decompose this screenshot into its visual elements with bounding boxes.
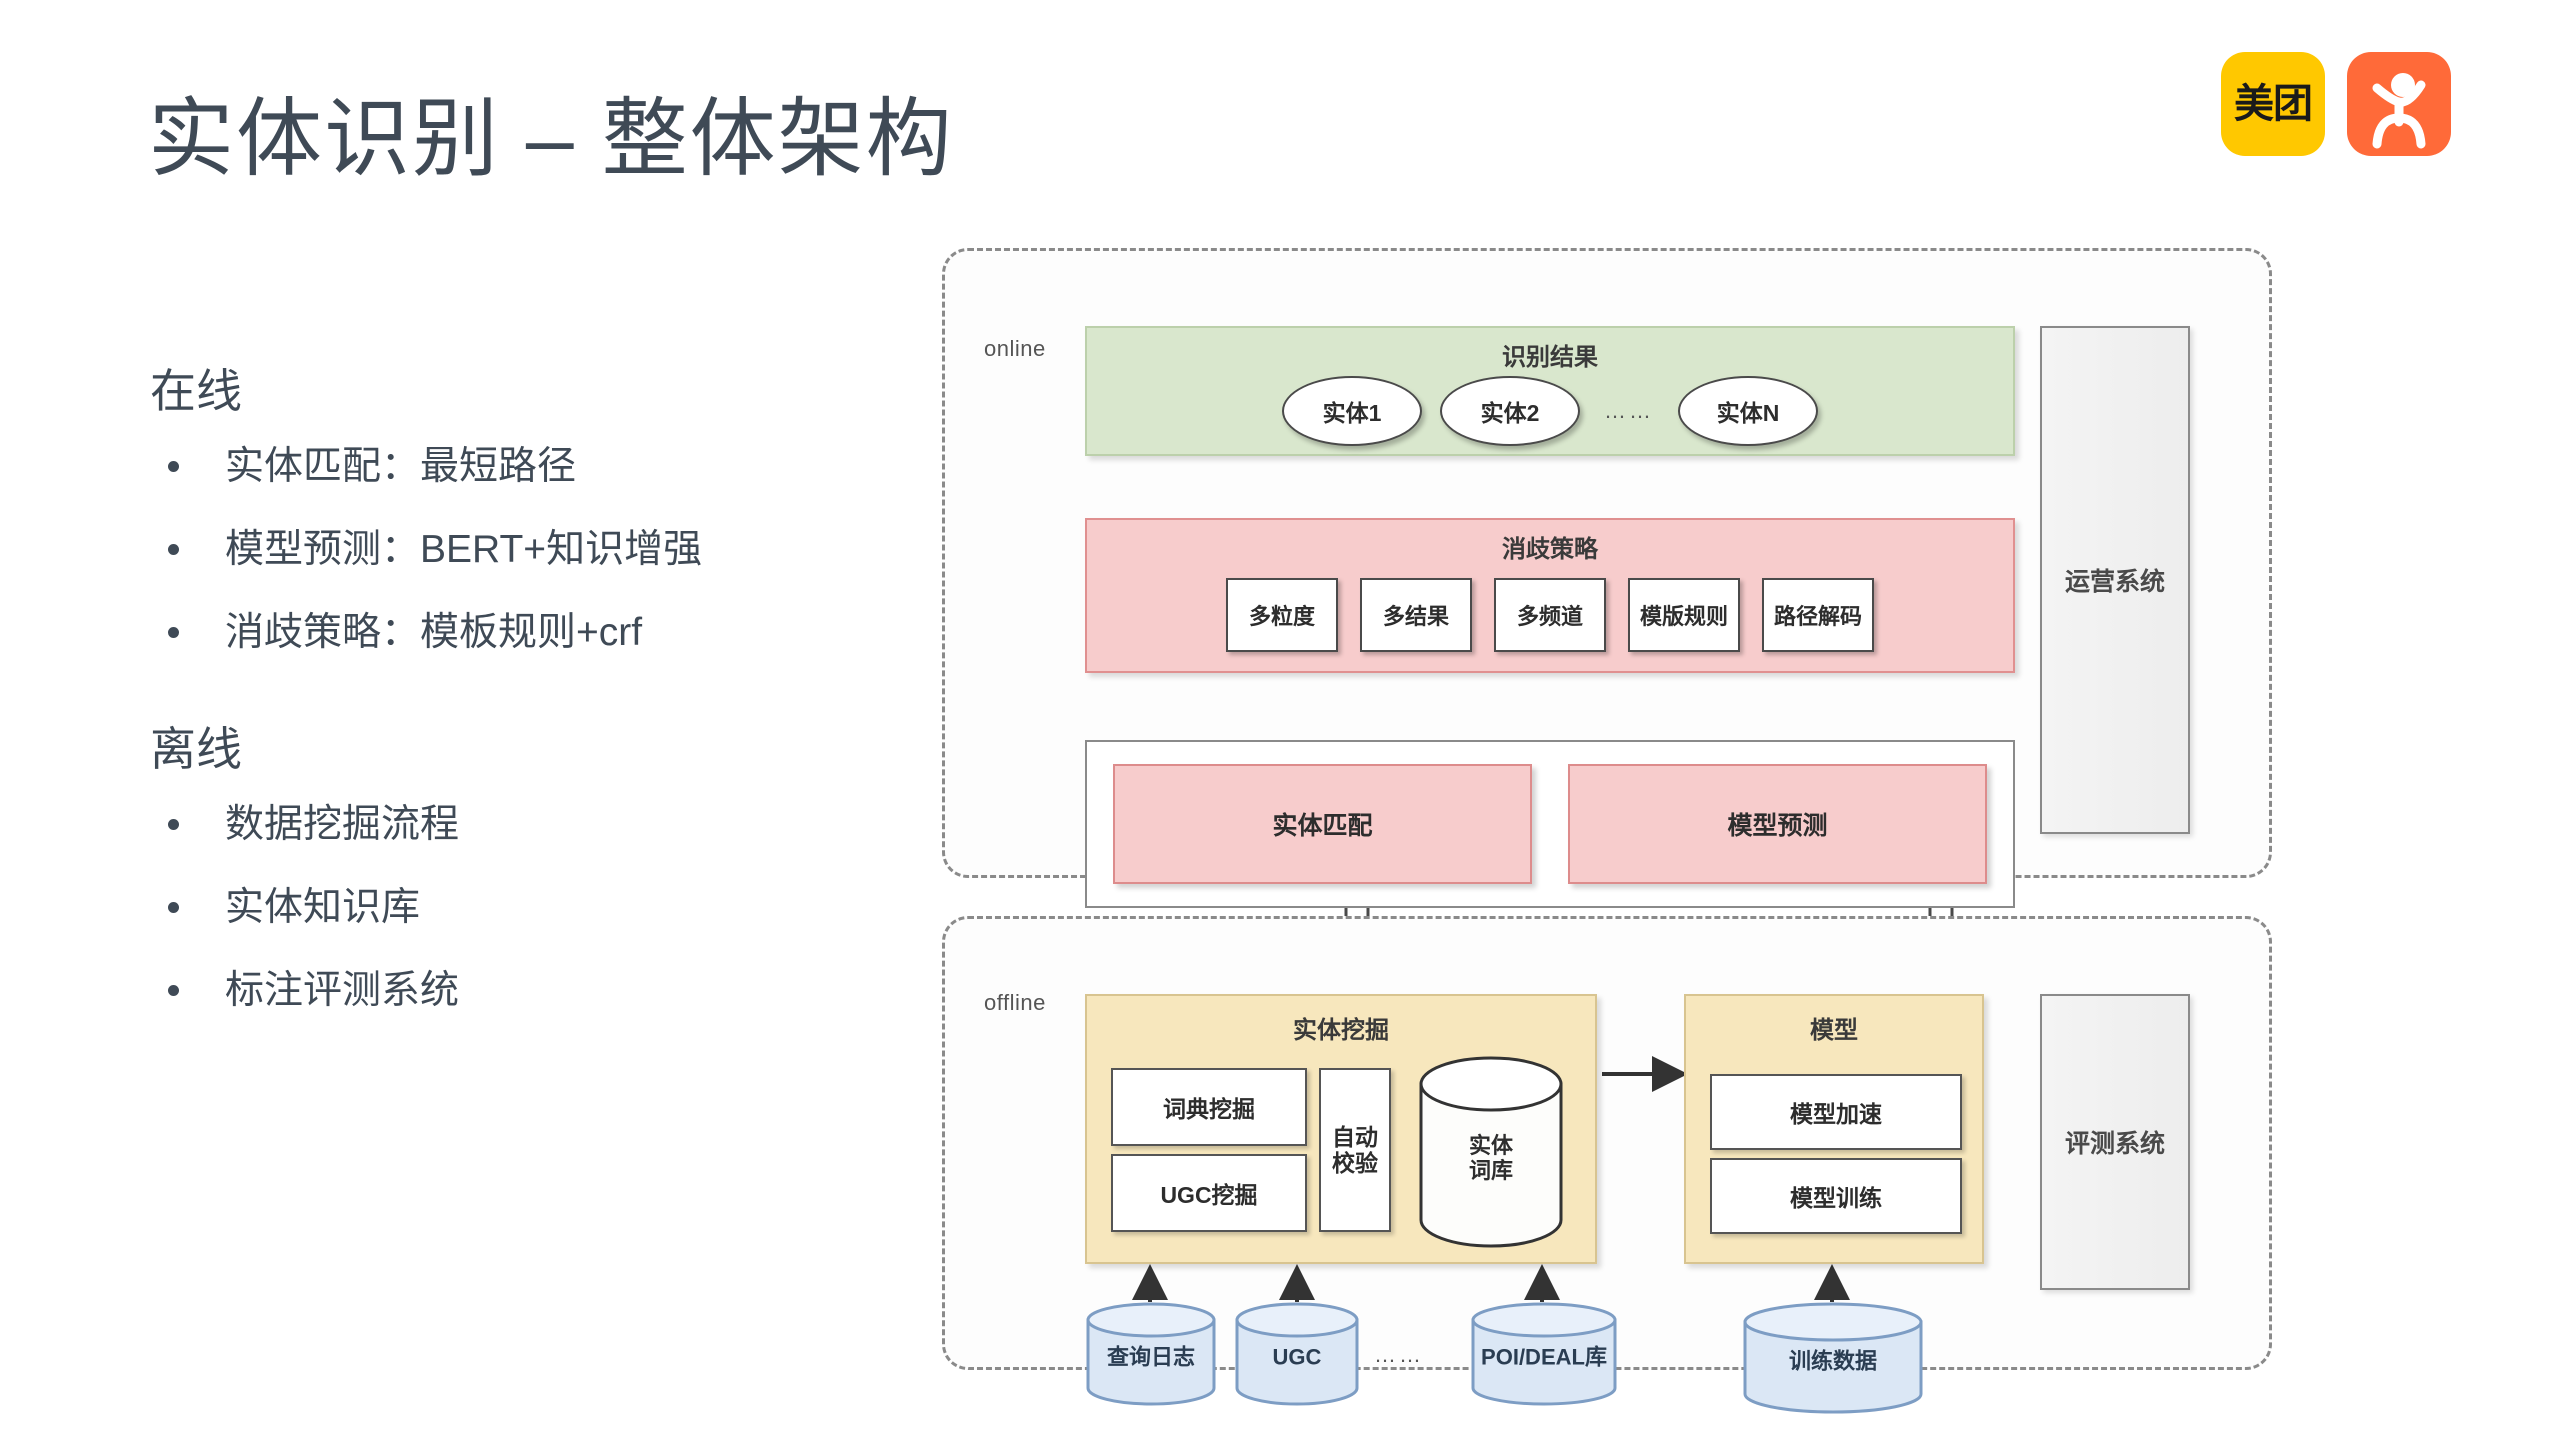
data-source-ugc: UGC: [1234, 1302, 1360, 1406]
data-source-ellipsis: ……: [1374, 1342, 1424, 1367]
disambiguation-strategy-title: 消歧策略: [1502, 536, 1598, 563]
data-source-poi-deal: POI/DEAL库: [1470, 1302, 1618, 1406]
entity-chip-1: 实体1: [1282, 376, 1422, 446]
entity-lexicon-label: 实体 词库: [1417, 1133, 1565, 1184]
list-item: 数据挖掘流程: [150, 801, 850, 850]
online-engine-container: 实体匹配 模型预测: [1085, 740, 2015, 908]
entity-lexicon-line2: 词库: [1468, 1158, 1513, 1184]
list-item: 消歧策略：模板规则+crf: [150, 609, 850, 658]
offline-bullet-2: 实体知识库: [225, 886, 421, 929]
entity-chip-2: 实体2: [1440, 376, 1580, 446]
meituan-logo-text: 美团: [2234, 82, 2313, 126]
poi-deal-cylinder-shape: [1471, 1302, 1617, 1406]
list-item: 模型预测：BERT+知识增强: [150, 526, 850, 575]
ops-system-column: 运营系统: [2040, 326, 2190, 834]
strategy-chip-multi-result: 多结果: [1360, 578, 1472, 652]
training-data-cylinder-shape: [1743, 1302, 1923, 1414]
training-data-label: 训练数据: [1788, 1348, 1877, 1374]
training-data-cylinder: 训练数据: [1742, 1302, 1924, 1414]
model-training-box: 模型训练: [1710, 1158, 1962, 1234]
auto-validation-line1: 自动: [1332, 1123, 1378, 1150]
bullet-dot-icon: [168, 543, 179, 555]
ops-system-label: 运营系统: [2064, 568, 2165, 596]
bullet-dot-icon: [168, 819, 179, 831]
strategy-chip-row: 多粒度 多结果 多频道 模版规则 路径解码: [1087, 578, 2013, 652]
dictionary-mining-box: 词典挖掘: [1111, 1068, 1307, 1146]
logo-group: 美团: [2221, 52, 2451, 156]
dianping-logo: [2347, 52, 2451, 156]
model-panel: 模型 模型加速 模型训练: [1684, 994, 1984, 1264]
list-item: 实体知识库: [150, 884, 850, 933]
offline-zone-label: offline: [984, 990, 1046, 1015]
online-bullet-1: 实体匹配：最短路径: [225, 445, 577, 488]
entity-mining-title: 实体挖掘: [1293, 1017, 1389, 1044]
model-acceleration-box: 模型加速: [1710, 1074, 1962, 1150]
meituan-logo: 美团: [2221, 52, 2325, 156]
recognition-result-title: 识别结果: [1502, 344, 1598, 371]
strategy-chip-template-rule: 模版规则: [1628, 578, 1740, 652]
disambiguation-strategy-band: 消歧策略 多粒度 多结果 多频道 模版规则 路径解码: [1085, 518, 2015, 673]
evaluation-system-column: 评测系统: [2040, 994, 2190, 1290]
strategy-chip-path-decode: 路径解码: [1762, 578, 1874, 652]
entity-mining-panel: 实体挖掘 词典挖掘 UGC挖掘 自动 校验 实体: [1085, 994, 1597, 1264]
entity-ellipsis: ……: [1604, 398, 1654, 423]
bullet-dot-icon: [168, 626, 179, 638]
auto-validation-box: 自动 校验: [1319, 1068, 1391, 1232]
ugc-cylinder-shape: [1235, 1302, 1359, 1406]
online-bullet-3: 消歧策略：模板规则+crf: [225, 610, 643, 654]
offline-section-heading: 离线: [150, 723, 242, 776]
online-zone-label: online: [984, 336, 1046, 361]
bullet-dot-icon: [168, 984, 179, 996]
entity-ellipse-row: 实体1 实体2 …… 实体N: [1087, 376, 2013, 446]
bullet-dot-icon: [168, 461, 179, 472]
entity-lexicon-line1: 实体: [1468, 1132, 1513, 1158]
online-section-heading: 在线: [150, 365, 242, 417]
bullet-dot-icon: [168, 902, 179, 913]
offline-inner: 实体挖掘 词典挖掘 UGC挖掘 自动 校验 实体: [942, 916, 2272, 1414]
offline-bullet-3: 标注评测系统: [225, 968, 460, 1012]
entity-lexicon-cylinder: 实体 词库: [1417, 1054, 1565, 1250]
entity-lexicon-cylinder-shape: [1419, 1056, 1563, 1248]
data-source-query-log: 查询日志: [1085, 1302, 1217, 1406]
engine-model-predict: 模型预测: [1568, 764, 1987, 884]
online-bullet-2: 模型预测：BERT+知识增强: [225, 527, 703, 571]
poi-deal-label: POI/DEAL库: [1481, 1344, 1607, 1370]
recognition-result-band: 识别结果 实体1 实体2 …… 实体N: [1085, 326, 2015, 456]
query-log-cylinder-shape: [1086, 1302, 1216, 1406]
page-title: 实体识别 – 整体架构: [148, 91, 954, 187]
strategy-chip-multi-granularity: 多粒度: [1226, 578, 1338, 652]
model-panel-title: 模型: [1810, 1017, 1858, 1044]
dianping-person-icon: [2372, 73, 2426, 149]
architecture-diagram: online 识别结果 实体1 实体2 …… 实体N 消歧策略 多粒度 多结果 …: [942, 248, 2272, 1414]
evaluation-system-label: 评测系统: [2064, 1130, 2165, 1158]
entity-chip-n: 实体N: [1678, 376, 1818, 446]
list-item: 实体匹配：最短路径: [150, 443, 850, 492]
auto-validation-line2: 校验: [1332, 1150, 1378, 1176]
offline-bullet-1: 数据挖掘流程: [225, 803, 460, 847]
ugc-label: UGC: [1272, 1344, 1322, 1370]
left-content-column: 在线 实体匹配：最短路径 模型预测：BERT+知识增强 消歧策略：模板规则+cr…: [150, 355, 850, 1050]
query-log-label: 查询日志: [1106, 1344, 1195, 1370]
list-item: 标注评测系统: [150, 967, 850, 1016]
engine-entity-match: 实体匹配: [1113, 764, 1532, 884]
ugc-mining-box: UGC挖掘: [1111, 1154, 1307, 1232]
strategy-chip-multi-channel: 多频道: [1494, 578, 1606, 652]
